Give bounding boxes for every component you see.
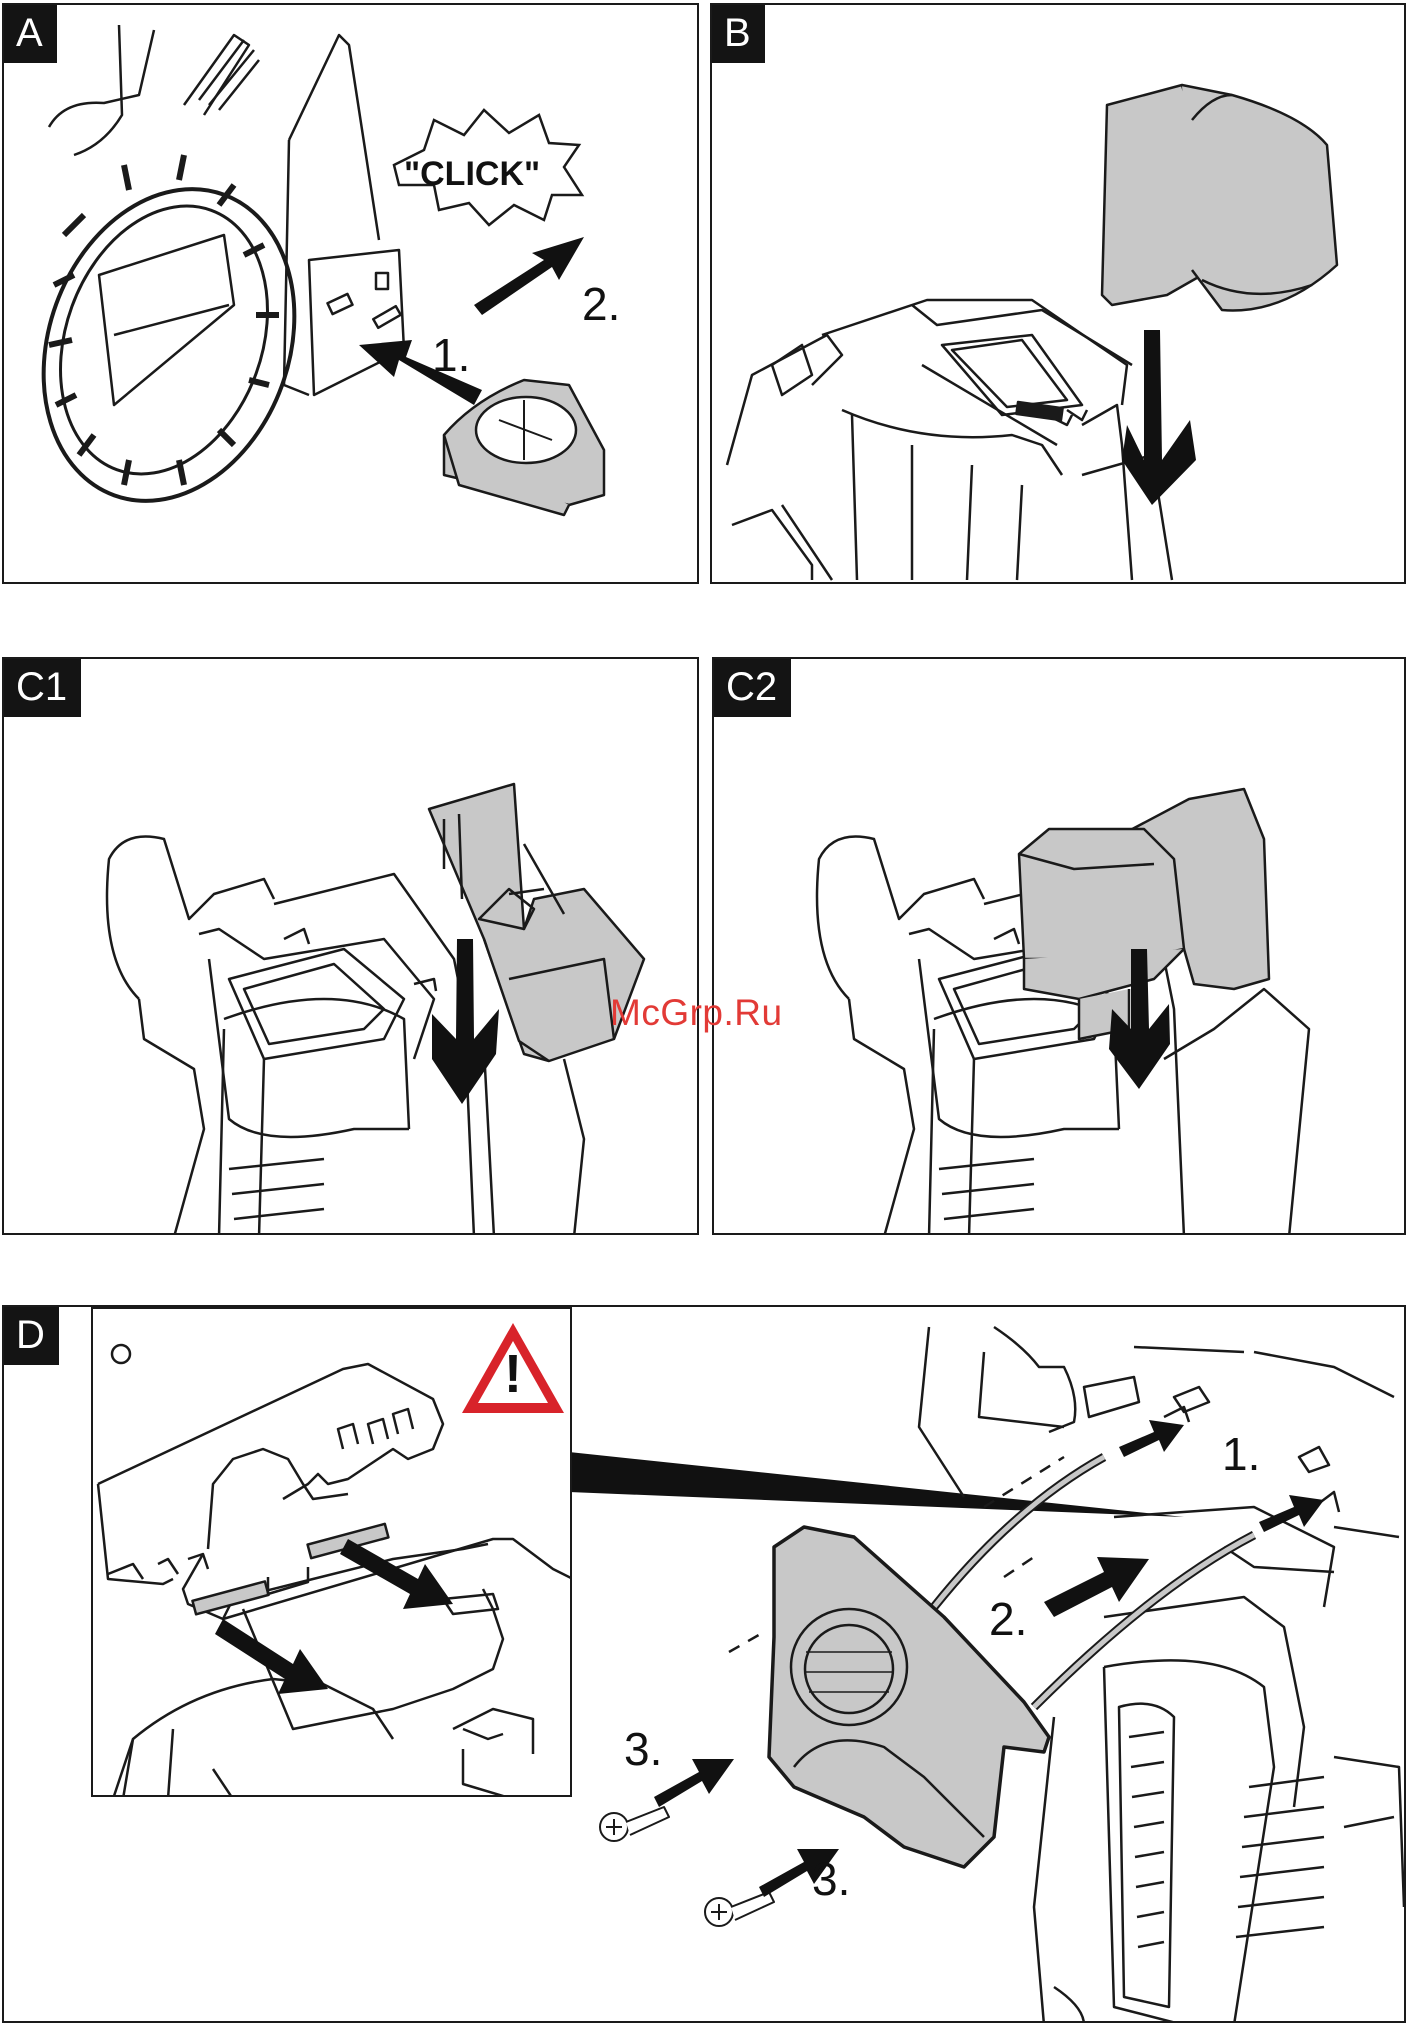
arrow-step-1a	[1119, 1420, 1184, 1457]
panel-c2: C2	[712, 657, 1406, 1235]
watermark: McGrp.Ru	[610, 992, 783, 1034]
step-2-label: 2.	[989, 1592, 1027, 1646]
panel-d: D	[2, 1305, 1406, 2023]
arrow-down	[1122, 330, 1196, 505]
step-2-label: 2.	[582, 277, 620, 331]
panel-a-label: A	[4, 5, 57, 63]
step-3a-label: 3.	[624, 1722, 662, 1776]
detail-inset: !	[91, 1307, 572, 1797]
step-1-label: 1.	[432, 328, 470, 382]
arrow-step-3a	[654, 1759, 734, 1807]
warning-mark: !	[458, 1343, 568, 1405]
panel-b-illustration	[712, 5, 1406, 584]
panel-c2-illustration	[714, 659, 1406, 1235]
arrow-step-2	[474, 237, 584, 315]
click-label: "CLICK"	[404, 155, 540, 194]
step-3b-label: 3.	[812, 1852, 850, 1906]
panel-c1-label: C1	[4, 659, 81, 717]
arrow-step-2	[1044, 1557, 1149, 1617]
panel-d-label: D	[4, 1307, 59, 1365]
step-1-label: 1.	[1222, 1427, 1260, 1481]
panel-b: B	[710, 3, 1406, 584]
arrow-slide-right	[340, 1539, 453, 1609]
panel-c2-label: C2	[714, 659, 791, 717]
warning-triangle-icon: !	[458, 1319, 568, 1419]
panel-c1: C1	[2, 657, 699, 1235]
arrow-slide-left	[215, 1619, 328, 1694]
panel-c1-illustration	[4, 659, 699, 1235]
panel-b-label: B	[712, 5, 765, 63]
panel-a: A	[2, 3, 699, 584]
arrow-down	[432, 939, 499, 1104]
